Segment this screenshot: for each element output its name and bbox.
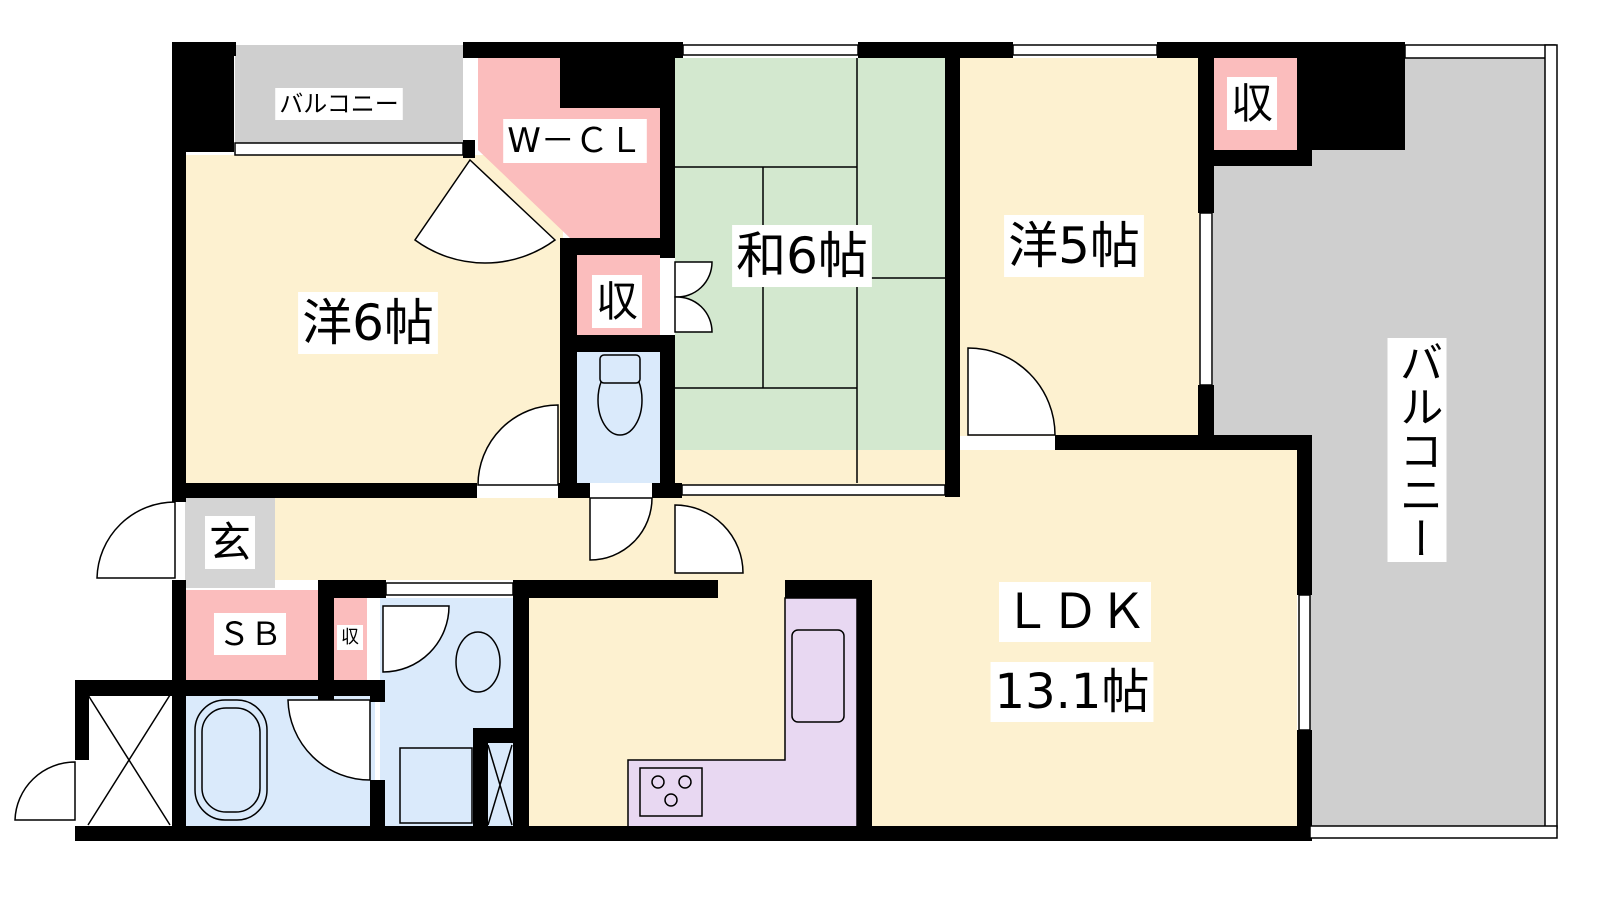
label-japanese-6: 和6帖	[736, 227, 868, 285]
window	[234, 142, 464, 156]
door-swing	[413, 158, 557, 264]
label-background	[298, 292, 438, 354]
label-storage-top-right: 収	[1231, 79, 1273, 128]
walls	[75, 42, 1405, 841]
wall	[652, 483, 682, 498]
label-background	[1387, 338, 1447, 562]
window	[385, 582, 514, 596]
wall	[1297, 42, 1405, 150]
label-background	[990, 662, 1154, 722]
label-backgrounds	[204, 77, 1447, 722]
label-background	[204, 516, 256, 569]
wall	[945, 42, 960, 497]
door-swing	[674, 504, 744, 574]
door-swing	[287, 699, 371, 781]
wall	[172, 580, 186, 830]
label-background	[998, 582, 1152, 642]
label-background	[503, 119, 647, 163]
wall	[370, 780, 385, 830]
wall	[463, 140, 475, 158]
label-entrance: 玄	[209, 518, 251, 567]
wall	[560, 335, 675, 352]
wall	[172, 42, 186, 502]
wall	[172, 483, 477, 498]
cross-marks	[87, 694, 513, 826]
wall	[1297, 435, 1312, 595]
label-ldk-size: 13.1帖	[995, 664, 1150, 720]
window	[682, 44, 859, 56]
wall	[75, 680, 89, 760]
wall	[318, 580, 334, 700]
window	[1309, 825, 1558, 839]
window	[1298, 594, 1311, 731]
label-western-5: 洋5帖	[1008, 217, 1140, 275]
door-swing	[477, 404, 559, 486]
wall	[318, 580, 386, 598]
window	[1012, 44, 1158, 56]
window	[1199, 212, 1213, 386]
label-shoe-box: ＳＢ	[218, 615, 282, 653]
balcony-large-upper	[1213, 150, 1313, 440]
wall	[558, 483, 590, 498]
window	[681, 484, 946, 496]
label-background	[275, 88, 403, 120]
wall	[560, 238, 577, 498]
wall	[858, 42, 1013, 58]
wall	[1200, 150, 1312, 166]
bathtub-icon	[194, 699, 268, 821]
door-swing	[382, 605, 450, 673]
label-ldk: ＬＤＫ	[1003, 584, 1147, 640]
wall	[560, 42, 662, 108]
label-storage-mid: 収	[596, 277, 638, 326]
wall	[1198, 58, 1214, 213]
washbasin-icon	[455, 631, 501, 693]
wall	[75, 826, 1312, 841]
wall	[473, 728, 488, 828]
toilet-icon	[597, 354, 643, 436]
wall	[857, 580, 872, 830]
label-balcony-large: バルコニー	[1392, 340, 1443, 560]
label-background	[1226, 77, 1278, 130]
label-wcl: W－ＣＬ	[507, 121, 643, 161]
wall	[513, 580, 718, 598]
door-swing	[96, 501, 176, 579]
label-storage-small: 収	[341, 627, 359, 648]
window	[1544, 44, 1558, 829]
stove-icon	[639, 767, 703, 817]
wall	[560, 238, 675, 255]
label-background	[732, 225, 872, 287]
wall	[1297, 730, 1312, 840]
label-western-6: 洋6帖	[302, 294, 434, 352]
wall	[513, 580, 529, 830]
label-balcony-small: バルコニー	[279, 90, 399, 118]
wall	[785, 580, 872, 598]
door-swing	[589, 497, 653, 561]
wall	[1198, 385, 1214, 440]
door-swing	[14, 761, 76, 821]
washing-machine-space	[399, 747, 473, 824]
wall	[660, 58, 675, 258]
label-background	[1004, 215, 1144, 277]
sink-icon	[791, 629, 845, 723]
windows	[234, 44, 1558, 839]
wall	[1055, 435, 1312, 450]
wall	[370, 680, 385, 702]
door-swing	[674, 296, 713, 333]
label-background	[337, 625, 363, 650]
wall	[75, 680, 385, 696]
label-background	[591, 275, 643, 328]
wall	[660, 335, 675, 495]
window	[1404, 44, 1556, 59]
door-swing	[967, 347, 1056, 436]
door-swings	[14, 158, 1056, 821]
label-background	[213, 613, 287, 655]
